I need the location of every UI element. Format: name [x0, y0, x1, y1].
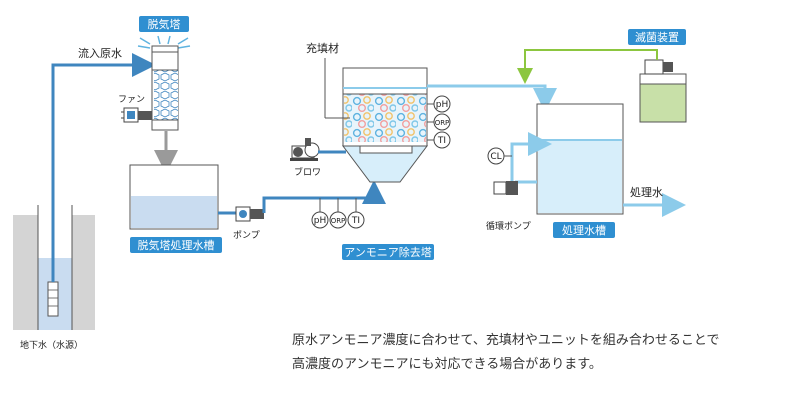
- groundwater-label: 地下水（水源）: [20, 339, 83, 351]
- ammonia-tower: アンモニア除去塔: [342, 67, 434, 260]
- sterilant-line: [517, 49, 658, 84]
- sterilizer-label: 滅菌装置: [635, 31, 679, 44]
- degassed-tank-label: 脱気塔処理水槽: [138, 238, 215, 252]
- circ-pump-label: 循環ポンプ: [486, 220, 531, 232]
- circ-pump: 循環ポンプ: [486, 181, 531, 232]
- treated-water-label: 処理水: [630, 186, 663, 199]
- tower-ti-label: TI: [437, 136, 446, 146]
- packing-label: 充填材: [306, 41, 339, 55]
- inline-instruments: pH ORP TI: [311, 198, 365, 229]
- submersible-pump: [47, 281, 59, 317]
- tower-ph-label: pH: [436, 100, 448, 110]
- tower-outflow-pipe: [427, 84, 557, 112]
- feed-pipe: [262, 180, 386, 213]
- degas-tower: 脱気塔: [137, 16, 191, 131]
- caption-line-2: 高濃度のアンモニアにも対応できる場合があります。: [292, 356, 602, 372]
- inflow-raw-water-label: 流入原水: [78, 46, 122, 60]
- tower-instruments: pH ORP TI: [427, 95, 451, 149]
- blower-unit: ブロワ: [290, 138, 321, 178]
- cl-sensor-label: CL: [490, 152, 501, 162]
- orp-sensor: [329, 211, 347, 229]
- sterilizer-unit: 滅菌装置: [628, 29, 687, 123]
- blower-label: ブロワ: [294, 166, 321, 178]
- diffuser: [359, 145, 413, 154]
- treated-tank-label: 処理水槽: [562, 224, 606, 237]
- tower-orp-label: ORP: [435, 119, 450, 127]
- fan-label: ファン: [118, 95, 145, 105]
- ph-sensor: [311, 211, 329, 229]
- caption-line-1: 原水アンモニア濃度に合わせて、充填材やユニットを組み合わせることで: [292, 332, 719, 348]
- ph-sensor-label: pH: [314, 216, 326, 226]
- degas-tower-label: 脱気塔: [148, 17, 181, 31]
- feed-pump-label: ポンプ: [233, 230, 260, 241]
- circ-return-pipe: [510, 132, 552, 181]
- degas-tower-label-bg: [139, 16, 189, 32]
- degassed-tank-water: [131, 196, 217, 228]
- vent-lines: [137, 35, 191, 49]
- ammonia-tower-label: アンモニア除去塔: [344, 245, 432, 259]
- degassed-tank: 脱気塔処理水槽: [129, 164, 222, 253]
- treated-tank-water: [538, 140, 622, 213]
- ammonia-tower-label-bg: [342, 244, 434, 260]
- treated-tank: 処理水槽: [536, 103, 624, 238]
- raw-water-pipe: [51, 53, 156, 282]
- fan-unit: ファン: [118, 95, 152, 123]
- ammonia-packing: [344, 94, 426, 142]
- degassed-tank-label-bg: [130, 237, 222, 253]
- orp-sensor-label: ORP: [331, 217, 346, 225]
- ti-sensor: [347, 211, 365, 229]
- feed-pump: ポンプ: [233, 206, 264, 241]
- degas-packing: [154, 70, 178, 120]
- ti-sensor-label: TI: [351, 216, 360, 226]
